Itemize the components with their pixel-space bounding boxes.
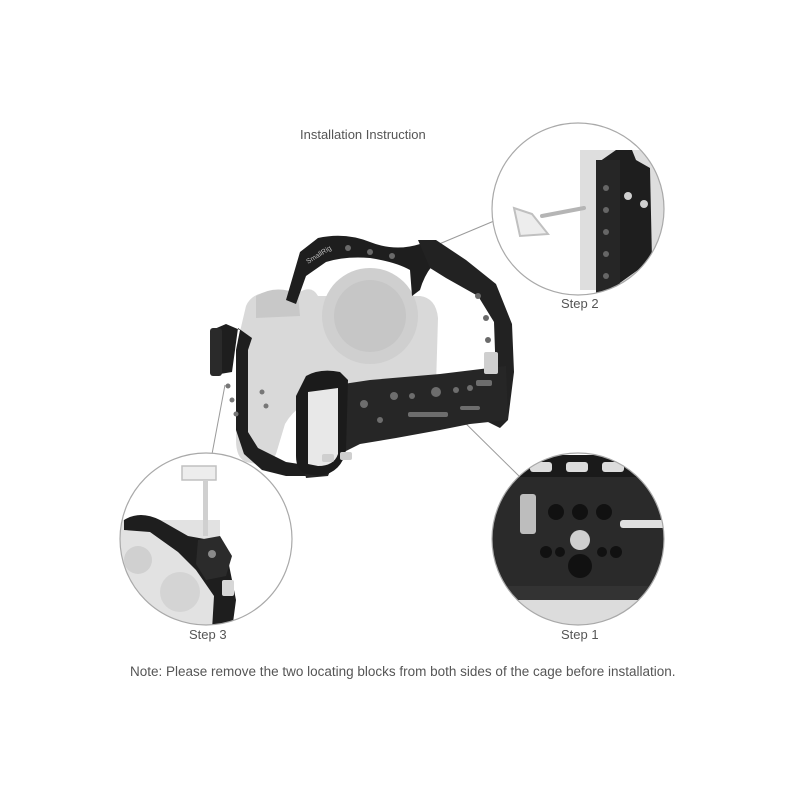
step3-circle-border	[119, 452, 293, 626]
cage-mount-holes	[360, 380, 492, 423]
step3-detail	[119, 452, 293, 626]
step2-circle-border	[491, 122, 665, 296]
hex-key	[512, 206, 586, 238]
step1-circle-border	[491, 452, 665, 626]
step1-label: Step 1	[561, 627, 599, 642]
step2-label: Step 2	[561, 296, 599, 311]
diagram-title: Installation Instruction	[300, 127, 426, 142]
leader-line-step2	[431, 220, 495, 248]
step3-label: Step 3	[189, 627, 227, 642]
hex-key	[181, 465, 217, 536]
step2-detail	[491, 122, 665, 296]
leader-line-step3	[211, 384, 226, 455]
step1-detail	[491, 452, 665, 626]
camera-cage-illustration: SmallRig	[210, 235, 514, 478]
installation-note: Note: Please remove the two locating blo…	[130, 664, 676, 679]
cage-frame	[210, 235, 514, 478]
